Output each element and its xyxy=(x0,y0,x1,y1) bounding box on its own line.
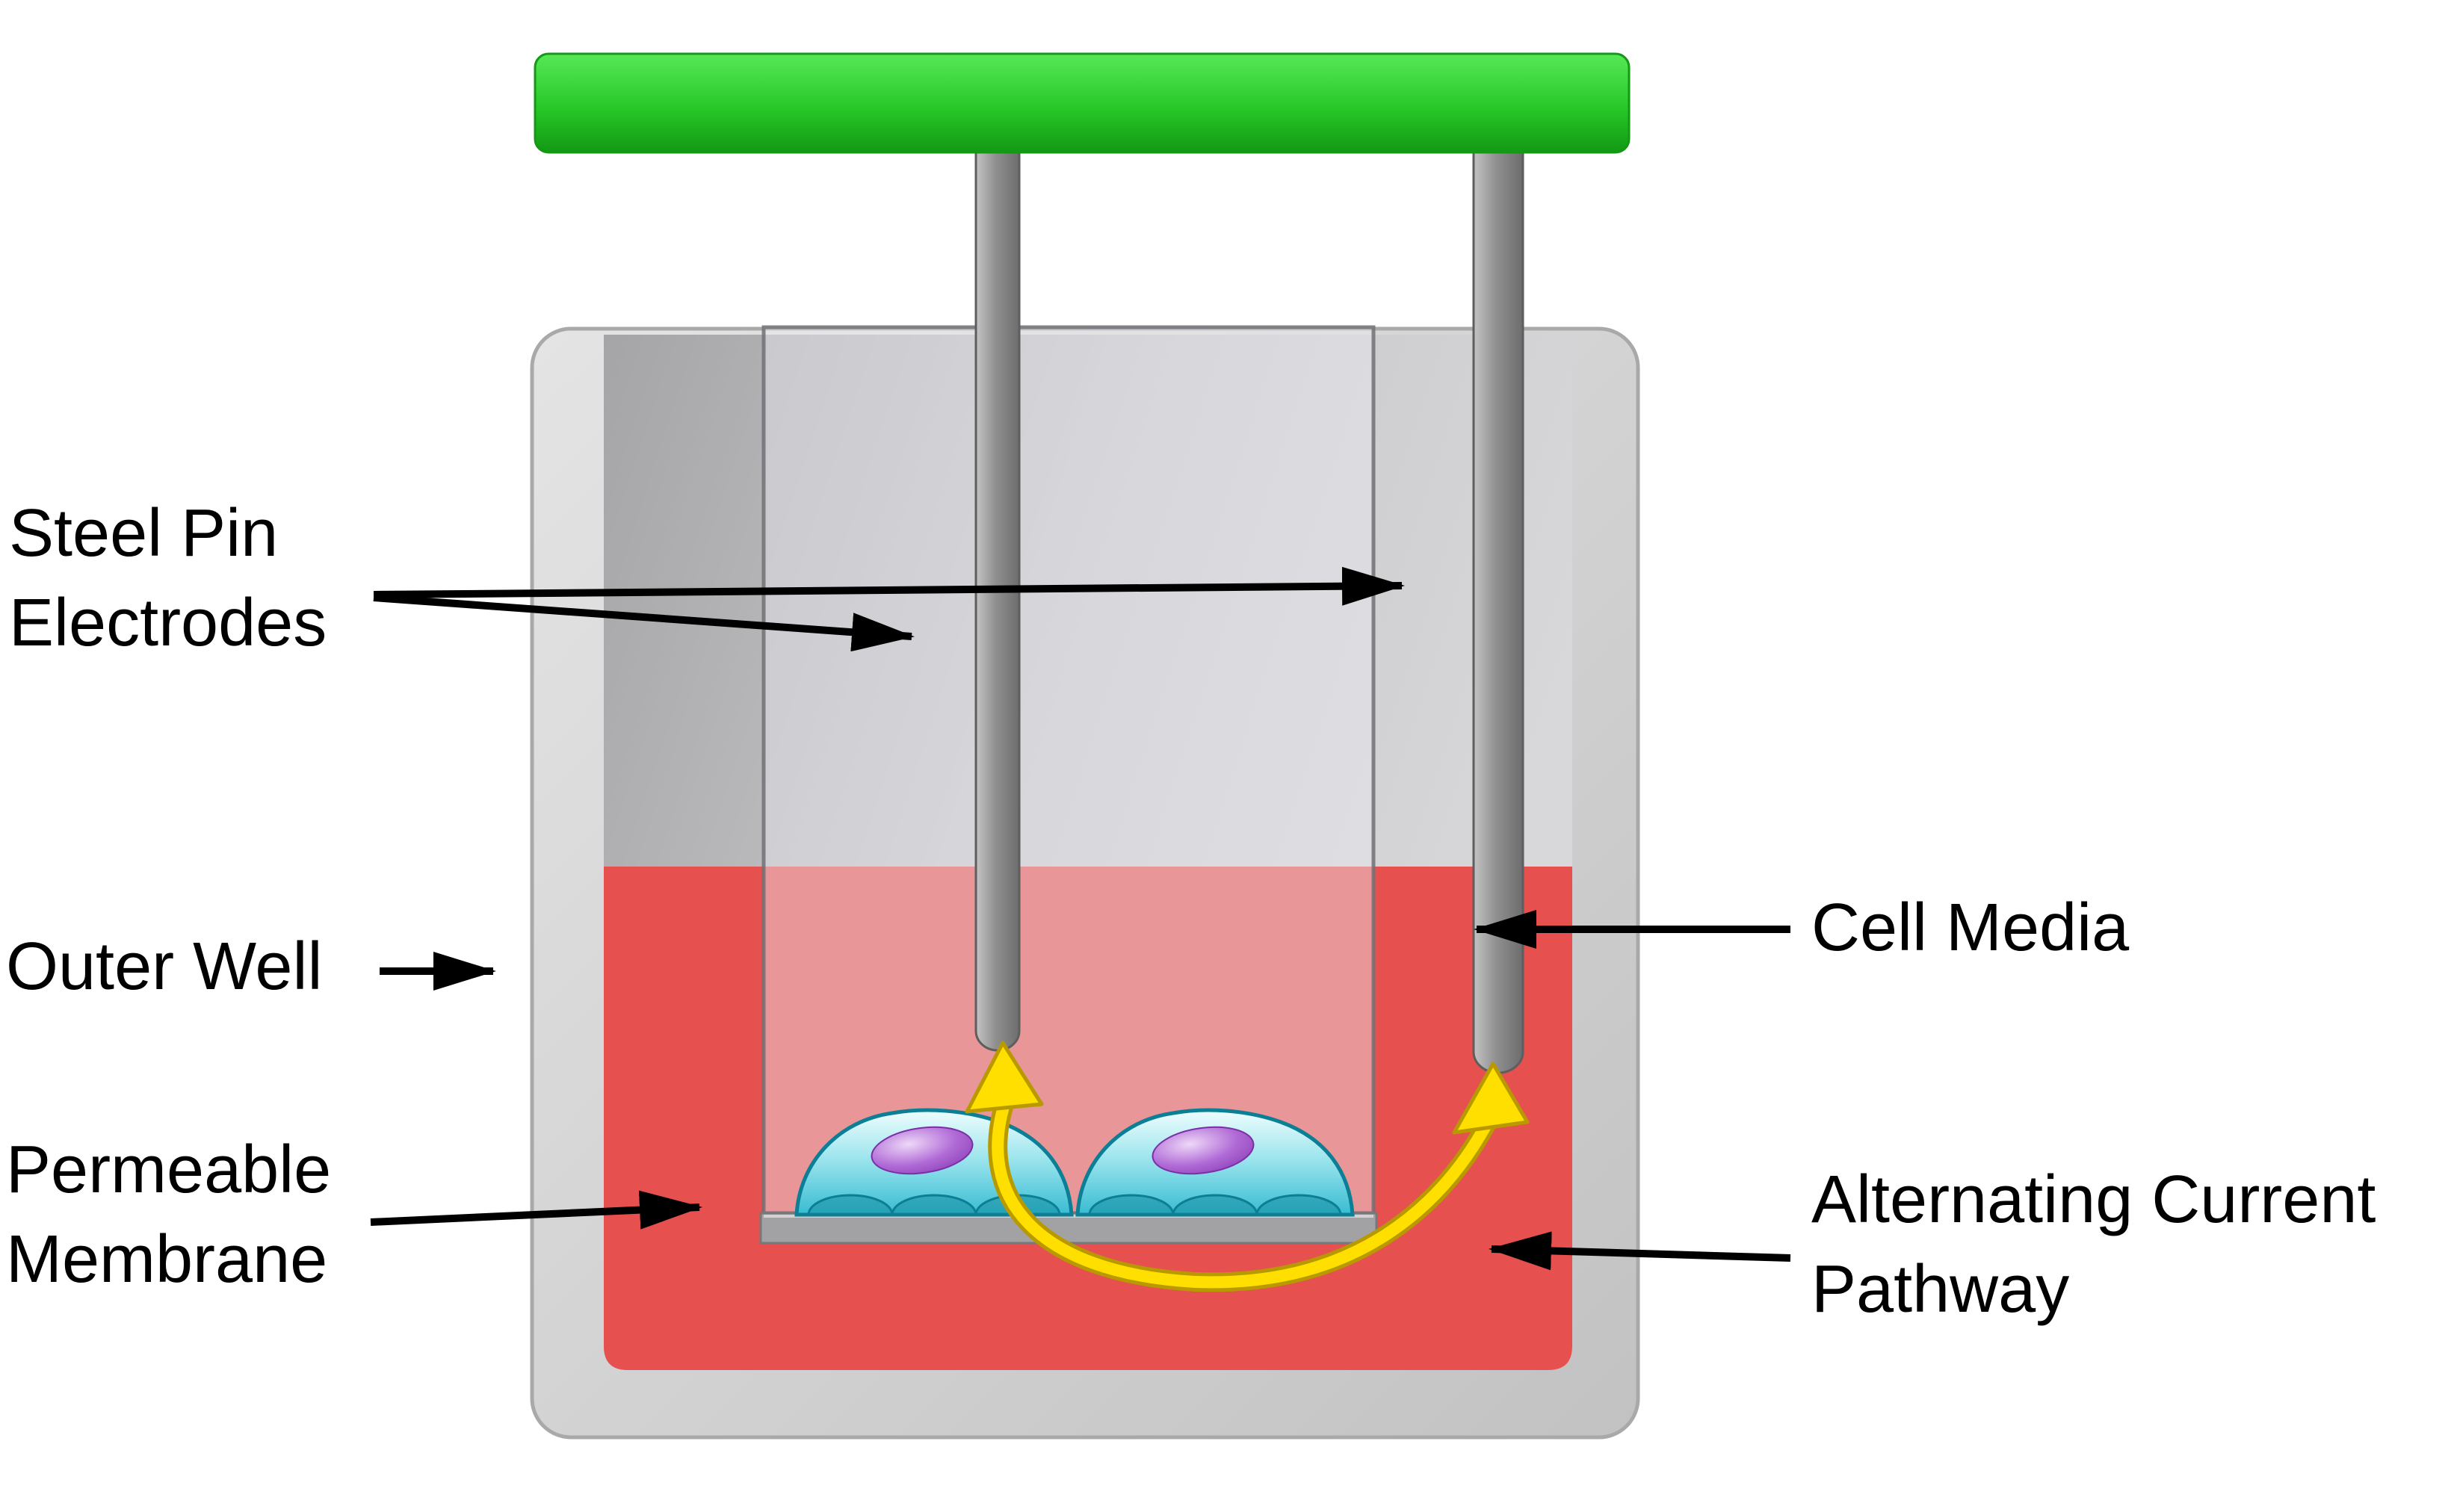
arrow-to-right-electrode xyxy=(373,566,1405,606)
label-alternating-current-pathway: Alternating Current Pathway xyxy=(1489,1162,2376,1327)
label-cell-media-text: Cell Media xyxy=(1811,890,2130,965)
ac-arrowhead-right xyxy=(1452,1062,1530,1135)
label-permeable-line2: Membrane xyxy=(6,1222,327,1297)
label-ac-line2: Pathway xyxy=(1811,1252,2069,1327)
permeable-membrane-bar xyxy=(759,1212,1378,1245)
cell-nucleus xyxy=(871,1126,974,1175)
ac-arrowhead-left xyxy=(965,1041,1044,1114)
arrow-to-ac-pathway xyxy=(1489,1231,1791,1271)
label-steel-pin-electrodes: Steel Pin Electrodes xyxy=(9,496,1405,660)
label-steel-pin-line2: Electrodes xyxy=(9,586,327,660)
label-outer-well-text: Outer Well xyxy=(6,929,322,1004)
arrow-to-membrane xyxy=(370,1190,702,1230)
label-steel-pin-line1: Steel Pin xyxy=(9,496,278,571)
label-permeable-line1: Permeable xyxy=(6,1133,331,1207)
ac-pathway-arrow xyxy=(965,1041,1530,1292)
cell-base-scallops xyxy=(807,1194,1061,1216)
cell-nucleus xyxy=(1152,1126,1255,1175)
label-ac-line1: Alternating Current xyxy=(1811,1162,2376,1237)
electrode-holder-bar xyxy=(534,52,1631,154)
cell-right xyxy=(1075,1108,1355,1217)
membrane-insert-wall xyxy=(761,325,1376,1215)
cell-base-scallops xyxy=(1088,1194,1342,1216)
label-outer-well: Outer Well xyxy=(6,929,496,1004)
arrow-to-left-electrode xyxy=(373,594,915,652)
label-permeable-membrane: Permeable Membrane xyxy=(6,1133,702,1297)
ac-arrow-body xyxy=(992,1094,1495,1289)
label-cell-media: Cell Media xyxy=(1474,890,2130,965)
